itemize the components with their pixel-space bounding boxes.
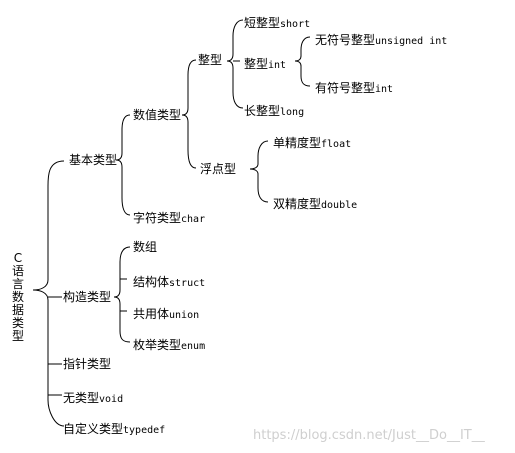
node-double-cn: 双精度型 [273,197,322,211]
node-struct-en: struct [169,278,206,289]
node-union-cn: 共用体 [133,307,170,321]
node-basic-type: 基本类型 [69,153,118,167]
node-pointer-type: 指针类型 [63,357,112,371]
node-enum-cn: 枚举类型 [133,338,182,352]
node-int-cn: 整型 [244,57,269,71]
brace-root [32,160,65,427]
node-short-type: 短整型short [244,14,310,30]
node-unsigned-int-en: unsigned int [375,36,448,47]
node-long-type: 长整型long [244,102,304,118]
node-short-cn: 短整型 [244,16,281,30]
node-signed-int-cn: 有符号整型 [315,81,376,95]
brace-constructed [113,246,131,343]
node-long-cn: 长整型 [244,104,281,118]
node-float-cn: 单精度型 [273,136,322,150]
brace-int [294,36,311,87]
node-void-en: void [99,394,124,405]
brace-integer [226,19,244,109]
brace-numeric [181,59,197,169]
node-int-en: int [268,60,287,71]
node-signed-int-en: int [375,84,394,95]
node-float-en: float [321,139,352,150]
node-short-en: short [280,19,311,30]
root-label: C语言数据类型 [11,251,24,343]
node-int-type: 整型int [244,55,286,71]
node-integer-type: 整型 [198,53,223,67]
node-constructed-type: 构造类型 [63,290,112,304]
node-void-cn: 无类型 [63,391,100,405]
node-void-type: 无类型void [63,389,123,405]
node-enum-en: enum [181,341,206,352]
node-struct-cn: 结构体 [133,275,170,289]
node-double-en: double [321,200,358,211]
node-typedef-type: 自定义类型typedef [63,420,165,436]
node-typedef-en: typedef [123,425,166,436]
node-char-type: 字符类型char [133,209,205,225]
node-struct-type: 结构体struct [133,273,205,289]
node-floating-type: 浮点型 [200,162,237,176]
brace-basic [115,114,131,216]
brace-floating [249,140,269,203]
node-union-en: union [169,310,200,321]
node-signed-int-type: 有符号整型int [315,79,393,95]
node-char-cn: 字符类型 [133,211,182,225]
node-long-en: long [280,107,305,118]
node-numeric-type: 数值类型 [133,108,182,122]
node-unsigned-int-type: 无符号整型unsigned int [315,31,447,47]
node-float-type: 单精度型float [273,134,351,150]
watermark-url: https://blog.csdn.net/Just__Do__IT__ [253,428,485,443]
node-enum-type: 枚举类型enum [133,336,205,352]
node-union-type: 共用体union [133,305,199,321]
node-char-en: char [181,214,206,225]
node-array-type: 数组 [133,240,158,254]
node-typedef-cn: 自定义类型 [63,422,124,436]
node-double-type: 双精度型double [273,195,357,211]
node-unsigned-int-cn: 无符号整型 [315,33,376,47]
